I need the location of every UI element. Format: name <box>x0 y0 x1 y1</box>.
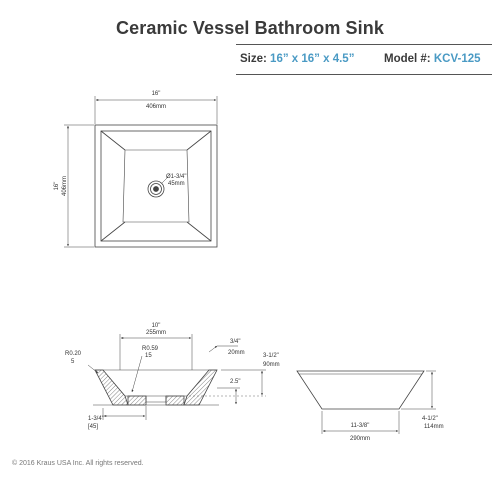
size-value: 16” x 16” x 4.5” <box>270 53 355 65</box>
top-view-inner-rim <box>100 130 212 242</box>
side-height-mm-label: 114mm <box>424 424 444 430</box>
top-height-mm-label: 406mm <box>62 176 68 196</box>
drain-diameter-in-label: Ø1-3/4" <box>166 174 186 180</box>
drain-diameter-mm-label: 45mm <box>168 181 185 187</box>
drain-offset-mm-label: [45] <box>88 424 98 430</box>
drain-offset-in-label: 1-3/4" <box>88 416 104 422</box>
side-view <box>296 370 436 434</box>
basin-depth-mm-label: 90mm <box>263 362 280 368</box>
side-base-width-in-label: 11-3/8" <box>351 423 370 429</box>
top-view-basin-floor <box>122 149 190 223</box>
radius-large-leader <box>131 355 143 393</box>
model-spec: Model #: KCV-125 <box>384 53 481 65</box>
model-value: KCV-125 <box>433 53 481 65</box>
section-wall-left <box>94 369 129 406</box>
model-label: Model #: <box>384 53 431 65</box>
section-wall-right <box>183 369 218 406</box>
radius-small-mm-label: 5 <box>71 359 75 365</box>
header-rule-top <box>236 44 492 45</box>
section-inner-width-mm-label: 255mm <box>146 330 166 336</box>
top-view-outer-rim <box>94 124 218 248</box>
top-view <box>64 96 218 248</box>
top-view-bevel-lines <box>100 130 212 242</box>
radius-large-label: R0.59 <box>142 346 159 352</box>
top-view-drain-center <box>153 186 159 192</box>
section-inner-width-in-label: 10" <box>152 323 161 329</box>
rim-mm-label: 20mm <box>228 350 245 356</box>
side-base-width-mm-label: 290mm <box>350 436 370 442</box>
top-height-in-label: 16" <box>54 182 60 191</box>
section-drain <box>145 396 167 403</box>
rim-dim-leader <box>208 345 218 353</box>
section-floor-right <box>165 395 185 406</box>
rim-in-label: 3/4" <box>230 339 240 345</box>
page-title: Ceramic Vessel Bathroom Sink <box>116 18 384 38</box>
basin-depth-in-label: 3-1/2" <box>263 353 279 359</box>
radius-large-mm-label: 15 <box>145 353 152 359</box>
section-view <box>87 334 266 420</box>
top-view-drain-inner <box>150 183 162 195</box>
top-view-drain-outer <box>147 180 165 198</box>
drain-height-label: 2.5" <box>230 379 240 385</box>
size-label: Size: <box>240 53 267 65</box>
side-height-in-label: 4-1/2" <box>422 416 438 422</box>
radius-small-label: R0.20 <box>65 351 82 357</box>
side-view-outline <box>296 370 425 410</box>
radius-small-leader <box>87 364 99 374</box>
top-width-in-label: 16" <box>152 91 161 97</box>
size-spec: Size: 16” x 16” x 4.5” <box>240 53 354 65</box>
section-floor-left <box>127 395 147 406</box>
header-rule-bottom <box>236 74 492 75</box>
top-width-mm-label: 406mm <box>146 104 166 110</box>
copyright-text: © 2016 Kraus USA Inc. All rights reserve… <box>12 460 144 467</box>
